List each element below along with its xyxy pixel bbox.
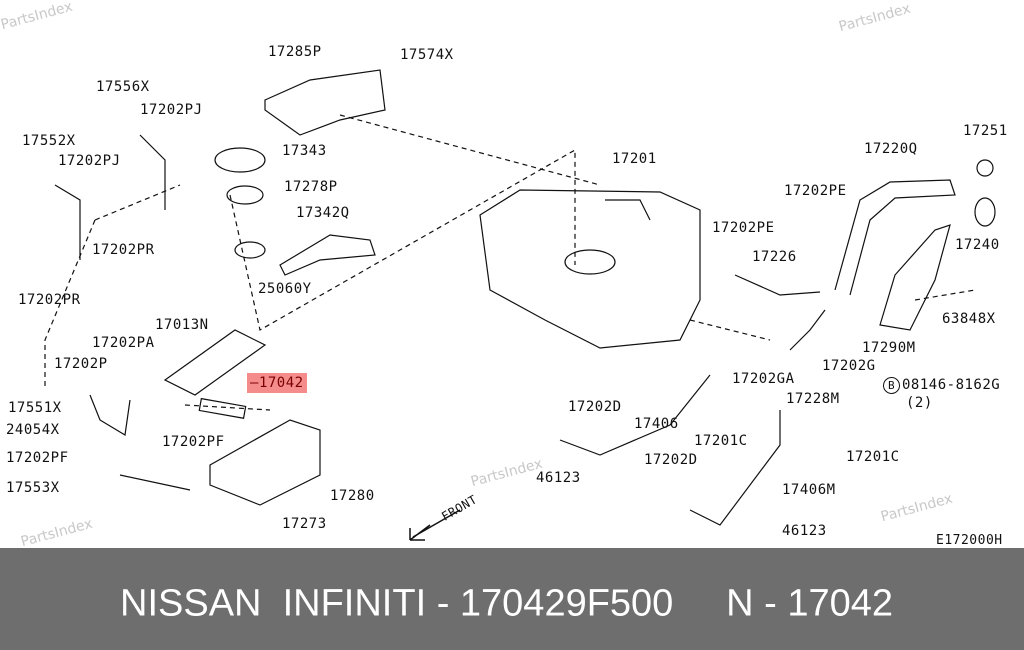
part-label[interactable]: 17202PF bbox=[162, 434, 225, 450]
part-label[interactable]: 17202PR bbox=[92, 242, 155, 258]
front-arrow bbox=[409, 509, 461, 541]
rings bbox=[214, 147, 266, 259]
protector bbox=[879, 224, 951, 331]
part-label[interactable]: 17202PA bbox=[92, 335, 155, 351]
part-label[interactable]: 17201C bbox=[846, 449, 900, 465]
part-label[interactable]: 17202P bbox=[54, 356, 108, 372]
part-label[interactable]: 17202PJ bbox=[58, 153, 121, 169]
diagram-code: E172000H bbox=[936, 533, 1003, 548]
part-label[interactable]: 17202D bbox=[568, 399, 622, 415]
part-label[interactable]: 17273 bbox=[282, 516, 327, 532]
part-label[interactable]: 17240 bbox=[955, 237, 1000, 253]
highlighted-part-number: 17042 bbox=[258, 375, 304, 391]
part-label[interactable]: 17202D bbox=[644, 452, 698, 468]
part-label[interactable]: 17201C bbox=[694, 433, 748, 449]
fuel-tank bbox=[479, 189, 701, 349]
part-label[interactable]: 63848X bbox=[942, 311, 996, 327]
part-label[interactable]: 17202PF bbox=[6, 450, 69, 466]
part-label[interactable]: 46123 bbox=[782, 523, 827, 539]
part-label[interactable]: 17342Q bbox=[296, 205, 350, 221]
quantity-label: (2) bbox=[906, 395, 933, 411]
hoses bbox=[54, 134, 826, 491]
part-label[interactable]: 17251 bbox=[963, 123, 1008, 139]
highlighted-part-label[interactable]: —17042 bbox=[247, 373, 307, 393]
part-label[interactable]: 17013N bbox=[155, 317, 209, 333]
part-label[interactable]: 17552X bbox=[22, 133, 76, 149]
part-label[interactable]: 17202PE bbox=[712, 220, 775, 236]
part-label[interactable]: 17285P bbox=[268, 44, 322, 60]
part-label[interactable]: 17280 bbox=[330, 488, 375, 504]
part-label[interactable]: 17202PJ bbox=[140, 102, 203, 118]
bolt-marker-icon: B bbox=[883, 377, 900, 394]
part-label[interactable]: 24054X bbox=[6, 422, 60, 438]
part-label[interactable]: 17574X bbox=[400, 47, 454, 63]
part-label[interactable]: 17551X bbox=[8, 400, 62, 416]
part-title: NISSAN INFINITI - 170429F500 N - 17042 bbox=[120, 582, 893, 625]
filler-neck bbox=[834, 159, 996, 296]
part-label[interactable]: 17553X bbox=[6, 480, 60, 496]
reservoir bbox=[163, 329, 321, 506]
part-label[interactable]: 17343 bbox=[282, 143, 327, 159]
dashed-leader-lines bbox=[44, 114, 976, 411]
straps bbox=[559, 374, 781, 526]
fuel-pump bbox=[198, 397, 247, 419]
sender-unit bbox=[279, 234, 376, 276]
part-label[interactable]: 17202GA bbox=[732, 371, 795, 387]
parts-line-art bbox=[44, 69, 996, 541]
part-number: 08146-8162G bbox=[902, 377, 1001, 393]
part-label[interactable]: 17202PE bbox=[784, 183, 847, 199]
part-label[interactable]: 17226 bbox=[752, 249, 797, 265]
part-label[interactable]: 17290M bbox=[862, 340, 916, 356]
part-label[interactable]: 17202PR bbox=[18, 292, 81, 308]
part-label[interactable]: 17228M bbox=[786, 391, 840, 407]
part-label[interactable]: 25060Y bbox=[258, 281, 312, 297]
parts-diagram: PartsIndex PartsIndex PartsIndex PartsIn… bbox=[0, 0, 1008, 550]
part-banner: NISSAN INFINITI - 170429F500 N - 17042 bbox=[0, 548, 1024, 650]
part-label[interactable]: 17406M bbox=[782, 482, 836, 498]
part-label[interactable]: 46123 bbox=[536, 470, 581, 486]
part-label[interactable]: 17556X bbox=[96, 79, 150, 95]
part-label[interactable]: 17278P bbox=[284, 179, 338, 195]
part-label[interactable]: 17220Q bbox=[864, 141, 918, 157]
part-label[interactable]: 17202G bbox=[822, 358, 876, 374]
heat-shield bbox=[264, 69, 386, 136]
part-label[interactable]: 17406 bbox=[634, 416, 679, 432]
part-label[interactable]: 17201 bbox=[612, 151, 657, 167]
